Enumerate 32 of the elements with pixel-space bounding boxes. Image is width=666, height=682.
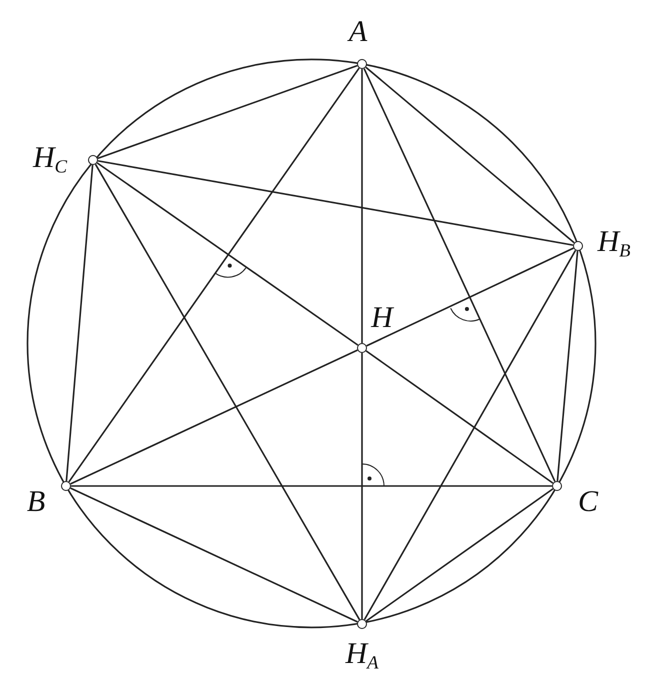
line-segment [96,162,358,346]
point-label: H [371,303,393,333]
point-label: C [578,487,598,517]
point-label: H$_{B}$ [597,226,631,262]
line-segment [556,250,578,482]
line-segment [361,69,363,343]
line-segment [68,68,360,482]
line-segment [363,68,556,482]
line-segment [364,250,576,620]
line-segment [66,164,94,482]
point-label: B [26,487,46,517]
line-segment [365,66,575,244]
point-label: A [348,17,368,47]
line-segment [366,247,574,347]
line-segment [71,485,552,487]
line-segment [361,353,363,619]
line-segment [70,487,358,623]
line-segment [366,350,554,484]
line-segment [98,160,574,246]
point-marker [88,155,98,165]
point-label: H$_{C}$ [32,142,68,178]
point-marker [552,481,562,491]
point-marker [61,481,71,491]
line-segment [366,488,554,622]
point-marker [357,59,367,69]
line-segment [94,164,360,620]
point-marker [573,241,583,251]
line-segment [70,349,358,485]
point-label: H$_{A}$ [345,638,379,674]
line-segment [97,64,358,160]
point-marker [357,343,367,353]
point-marker [357,619,367,629]
